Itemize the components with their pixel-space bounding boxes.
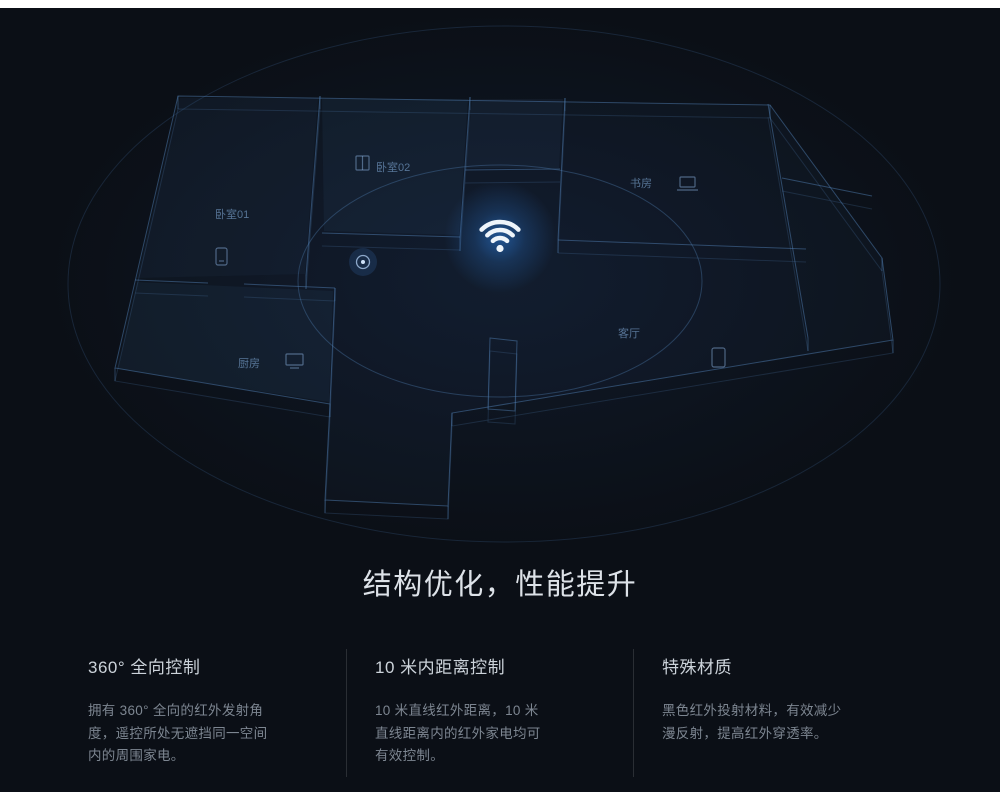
room-floor-fills xyxy=(115,96,893,506)
floorplan-illustration: 卧室01 卧室02 书房 厨房 客厅 xyxy=(44,10,964,550)
signal-wave-outer xyxy=(67,25,941,543)
feature-material: 特殊材质 黑色红外投射材料，有效减少漫反射，提高红外穿透率。 xyxy=(633,649,920,778)
ir-controller-icon xyxy=(349,248,377,276)
feature-range: 10 米内距离控制 10 米直线红外距离，10 米直线距离内的红外家电均可有效控… xyxy=(346,649,633,778)
phone-icon xyxy=(215,247,228,266)
wardrobe-icon xyxy=(355,155,370,171)
room-label-kitchen: 厨房 xyxy=(238,357,260,370)
feature-body: 拥有 360° 全向的红外发射角度，遥控所处无遮挡同一空间内的周围家电。 xyxy=(88,703,268,763)
feature-columns: 360° 全向控制 拥有 360° 全向的红外发射角度，遥控所处无遮挡同一空间内… xyxy=(80,649,920,778)
feature-title: 360° 全向控制 xyxy=(88,658,201,678)
tv-icon xyxy=(285,353,304,369)
laptop-icon xyxy=(677,176,698,191)
feature-title: 特殊材质 xyxy=(662,658,732,678)
signal-wave-inner xyxy=(297,164,703,398)
feature-omnidirectional: 360° 全向控制 拥有 360° 全向的红外发射角度，遥控所处无遮挡同一空间内… xyxy=(80,649,346,777)
tablet-icon xyxy=(711,347,726,368)
room-label-study: 书房 xyxy=(630,177,652,190)
feature-title: 10 米内距离控制 xyxy=(375,658,506,678)
dark-section-panel: 卧室01 卧室02 书房 厨房 客厅 xyxy=(0,8,1000,792)
feature-body: 10 米直线红外距离，10 米直线距离内的红外家电均可有效控制。 xyxy=(375,703,541,763)
room-label-livingroom: 客厅 xyxy=(618,326,640,340)
feature-body: 黑色红外投射材料，有效减少漫反射，提高红外穿透率。 xyxy=(662,703,842,741)
wall-corner-ticks xyxy=(114,96,894,519)
room-label-bedroom02: 卧室02 xyxy=(376,160,410,174)
room-label-bedroom01: 卧室01 xyxy=(215,207,249,221)
section-title: 结构优化，性能提升 xyxy=(362,569,638,601)
wifi-icon xyxy=(444,181,556,293)
